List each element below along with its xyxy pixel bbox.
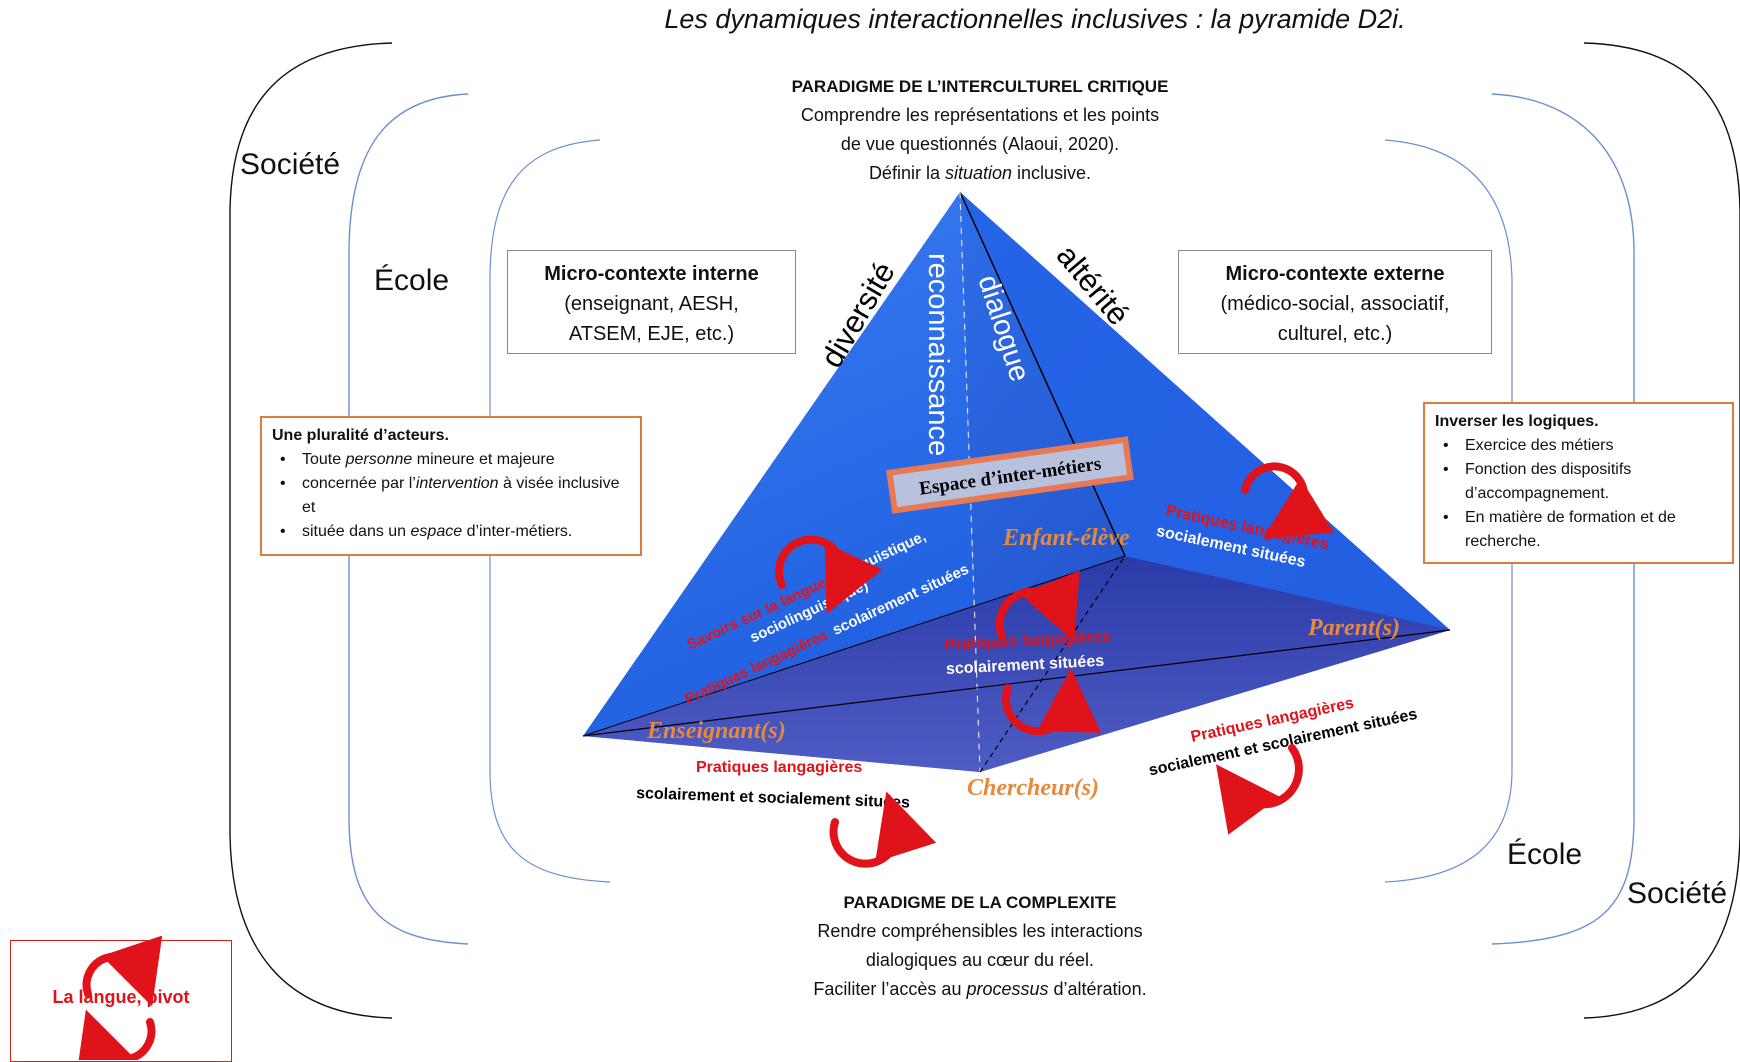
pluralite-bullet-3: située dans un espace d’inter-métiers.: [280, 520, 630, 544]
micro-interne-line2: ATSEM, EJE, etc.): [568, 323, 735, 345]
bottom-paradigm-line2: dialogiques au cœur du réel.: [865, 950, 1095, 970]
top-paradigm-line3: Définir la situation inclusive.: [868, 163, 1092, 183]
inverser-bullet-1: Exercice des métiers: [1443, 434, 1722, 458]
actor-enseignants: Enseignant(s): [646, 718, 786, 744]
arrow-pivot-top: [82, 935, 163, 1007]
actor-chercheurs: Chercheur(s): [967, 775, 1099, 801]
inner-arc-right: [1384, 139, 1513, 883]
micro-contexte-interne-box: Micro-contexte interne (enseignant, AESH…: [507, 250, 796, 354]
inverser-heading: Inverser les logiques.: [1435, 413, 1599, 430]
ecole-label-left: École: [374, 264, 450, 297]
circular-arrows: [75, 462, 1335, 1060]
diagram-title: Les dynamiques interactionnelles inclusi…: [664, 4, 1406, 34]
societe-bracket-right: [1583, 42, 1740, 1019]
arrow-pivot-bottom: [75, 1009, 156, 1060]
micro-interne-heading: Micro-contexte interne: [544, 263, 759, 285]
pluralite-acteurs-box: Une pluralité d’acteurs. Toute personne …: [260, 416, 642, 556]
societe-label-right: Société: [1627, 877, 1728, 910]
societe-bracket-left: [229, 42, 393, 1019]
bottom-left-pratiques-black: scolairement et socialement situées: [636, 785, 910, 812]
edge-apex-back: [959, 191, 1126, 557]
arrow-bottom-right: [1215, 744, 1303, 835]
ecole-label-right: École: [1507, 838, 1583, 871]
pyramid-left-face: [583, 192, 980, 772]
top-paradigm-line1: Comprendre les représentations et les po…: [800, 105, 1160, 125]
bottom-paradigm-line3: Faciliter l’accès au processus d’altérat…: [813, 979, 1147, 999]
inverser-bullet-2: Fonction des dispositifs d’accompagnemen…: [1443, 458, 1722, 506]
reconnaissance-label: reconnaissance: [922, 253, 954, 456]
arrow-bottom-left: [829, 791, 937, 868]
societe-label-left: Société: [240, 148, 341, 181]
bottom-left-pratiques-red: Pratiques langagières: [696, 759, 862, 776]
bottom-paradigm-line1: Rendre compréhensibles les interactions: [817, 921, 1143, 941]
arrow-center-top: [995, 570, 1080, 642]
pivot-label: La langue, pivot: [52, 987, 190, 1007]
actor-parents: Parent(s): [1307, 615, 1400, 641]
arrow-left-face: [775, 535, 883, 615]
ecole-bracket-left: [348, 93, 469, 945]
ecole-bracket-right: [1491, 93, 1635, 945]
base-diagonal-2-dashed: [979, 555, 1126, 773]
inverser-logiques-box: Inverser les logiques. Exercice des méti…: [1423, 402, 1734, 564]
arrow-center-bottom: [1002, 668, 1102, 736]
top-paradigm: PARADIGME DE L’INTERCULTUREL CRITIQUE Co…: [700, 72, 1260, 188]
top-paradigm-heading: PARADIGME DE L’INTERCULTUREL CRITIQUE: [791, 77, 1169, 96]
bottom-paradigm-heading: PARADIGME DE LA COMPLEXITE: [843, 893, 1117, 912]
bottom-paradigm: PARADIGME DE LA COMPLEXITE Rendre compré…: [700, 888, 1260, 1004]
actor-enfant-eleve: Enfant-élève: [1002, 525, 1130, 551]
bottom-left-practices: Pratiques langagières scolairement et so…: [636, 759, 910, 812]
micro-externe-line2: culturel, etc.): [1277, 323, 1393, 345]
pluralite-bullet-2: concernée par l’intervention à visée inc…: [280, 472, 630, 520]
pluralite-heading: Une pluralité d’acteurs.: [272, 427, 449, 444]
langue-pivot-box: La langue, pivot: [10, 940, 232, 1062]
arrow-right-face: [1241, 462, 1335, 539]
top-paradigm-line2: de vue questionnés (Alaoui, 2020).: [840, 134, 1120, 154]
pyramid-base: [583, 556, 1450, 772]
pluralite-bullet-1: Toute personne mineure et majeure: [280, 448, 630, 472]
micro-externe-line1: (médico-social, associatif,: [1220, 293, 1450, 315]
micro-contexte-externe-box: Micro-contexte externe (médico-social, a…: [1178, 250, 1492, 354]
micro-interne-line1: (enseignant, AESH,: [564, 293, 739, 315]
base-diagonal-1: [582, 629, 1451, 737]
micro-externe-heading: Micro-contexte externe: [1225, 263, 1445, 285]
inverser-bullet-3: En matière de formation et de recherche.: [1443, 506, 1722, 554]
espace-inter-metiers-plank: Espace d’inter-métiers: [886, 436, 1134, 514]
